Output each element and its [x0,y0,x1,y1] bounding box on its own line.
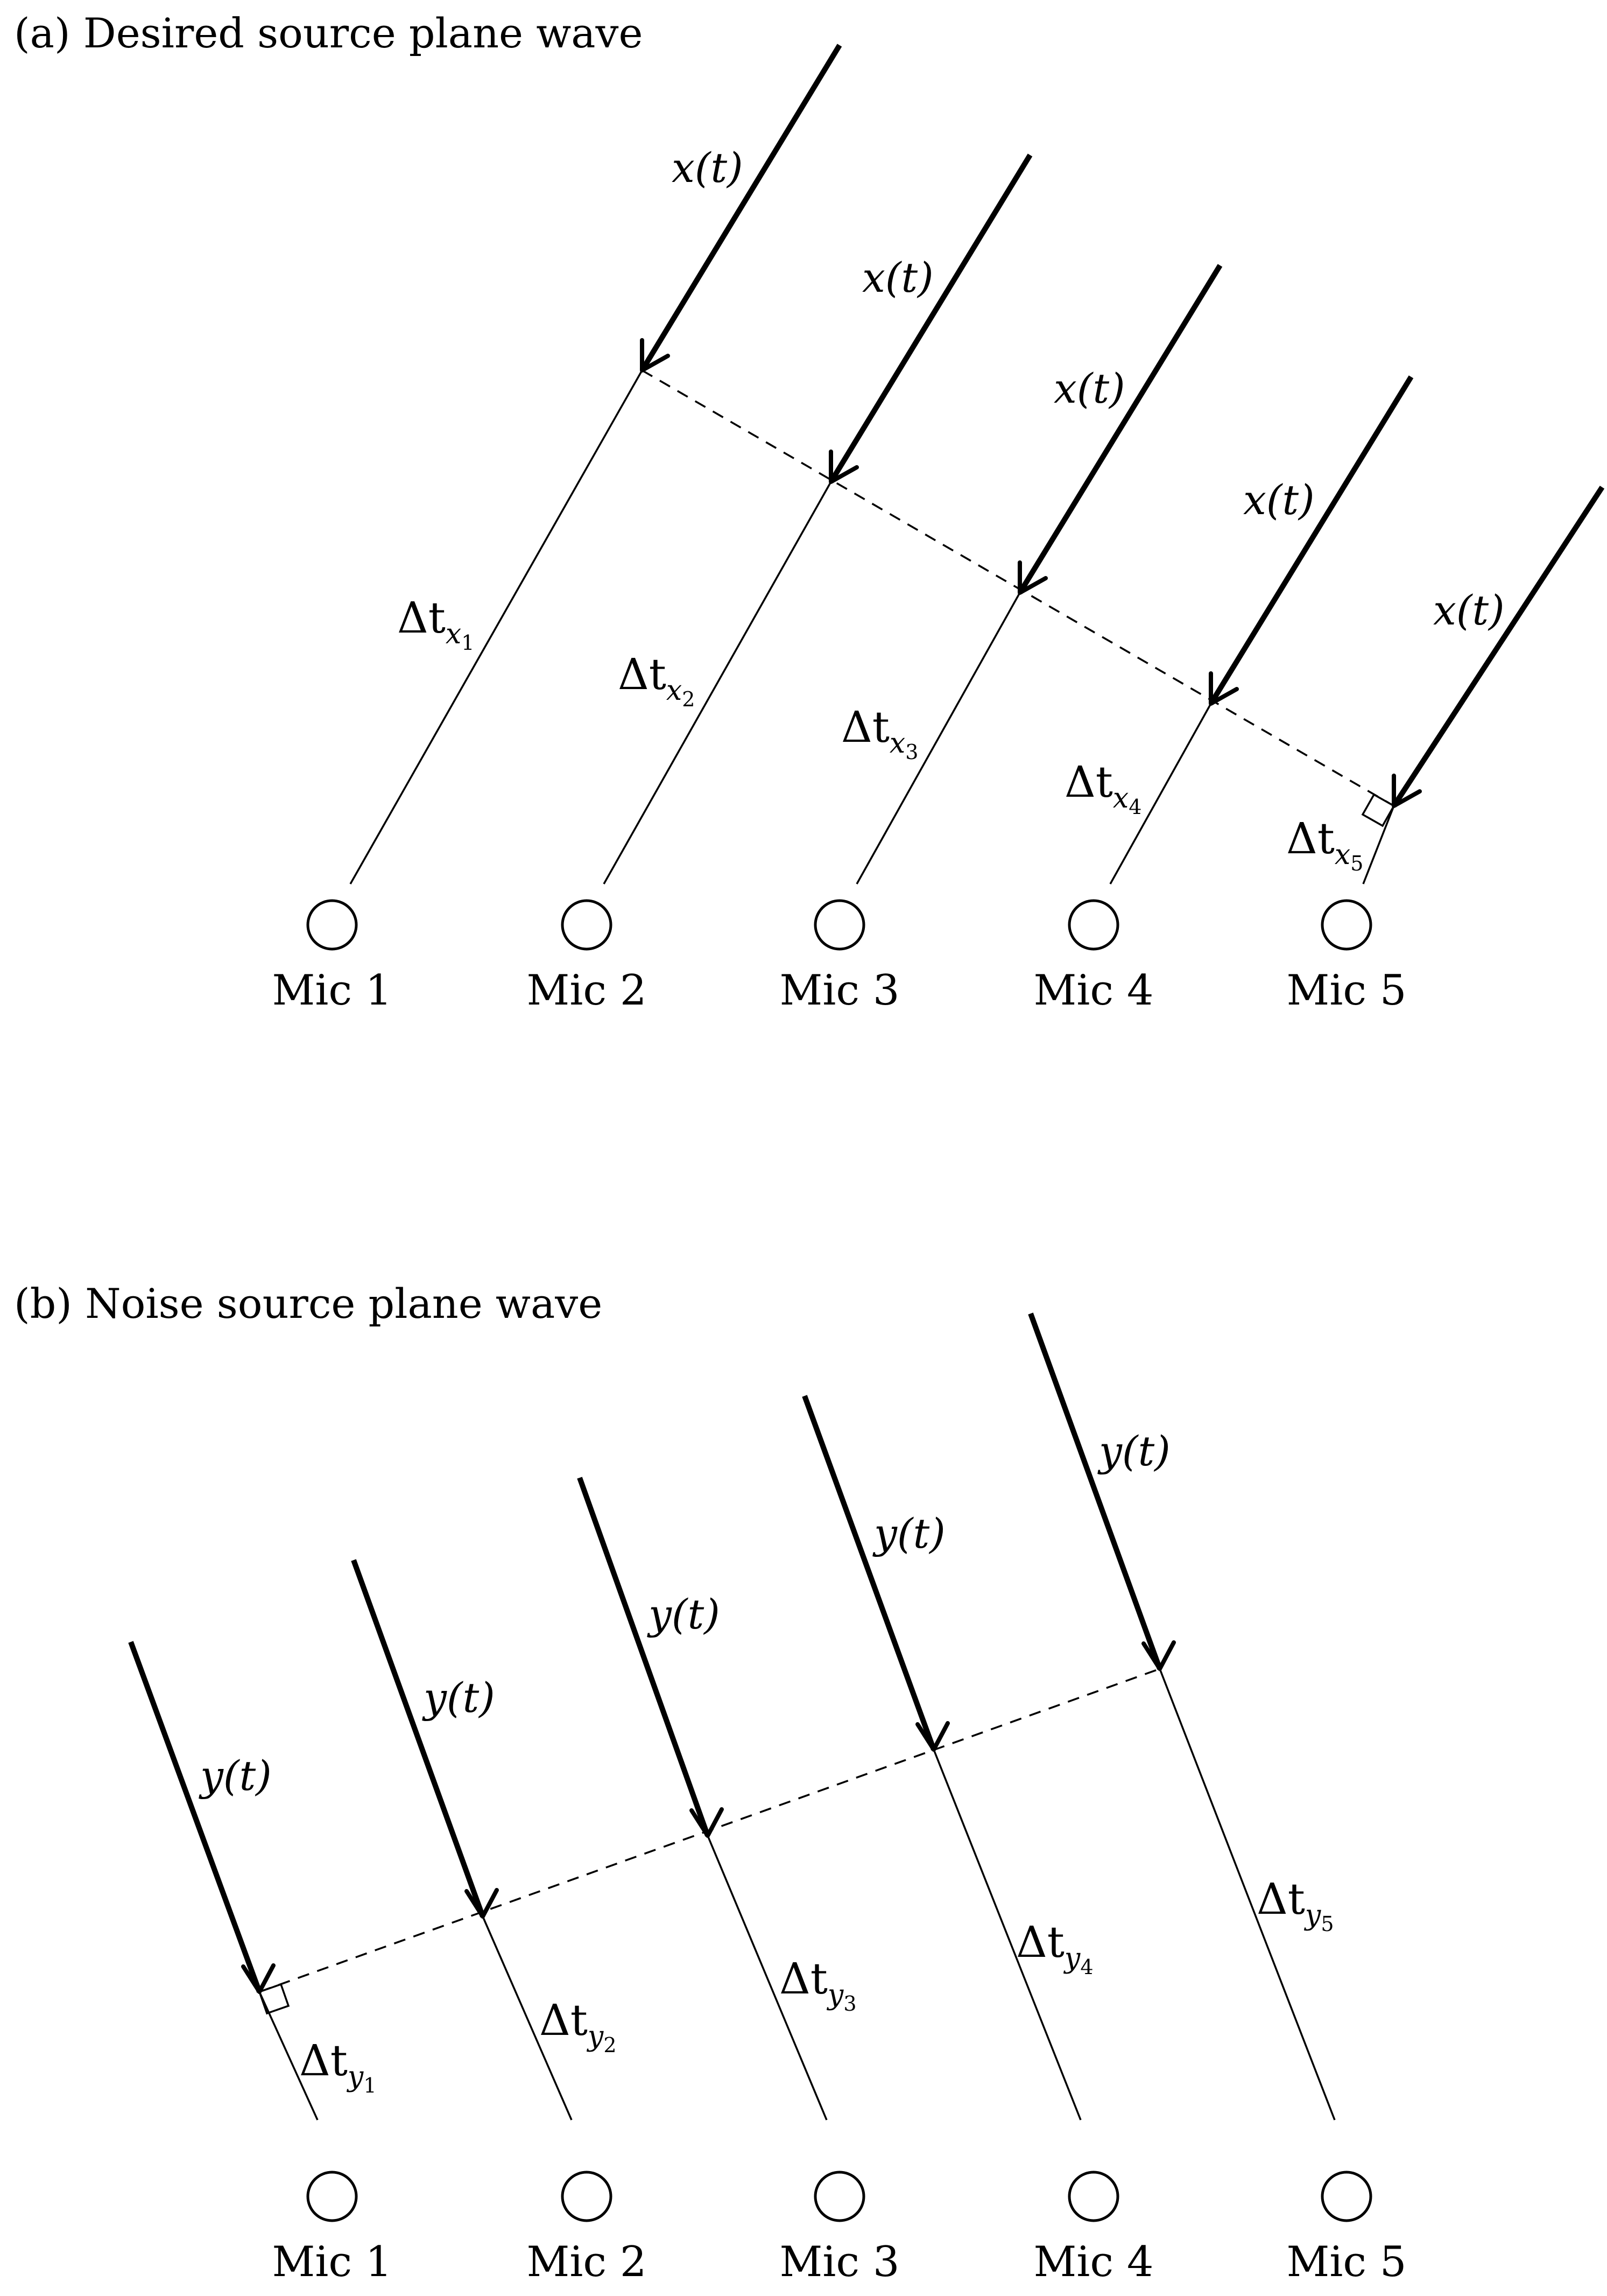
panel-a-mic-2 [561,899,612,951]
panel-a-wave-5 [1362,486,1605,884]
panel-b-mic-label-1: Mic 1 [272,2238,392,2286]
panel-b-mic-1 [306,2171,358,2222]
panel-a-delay-label-5: Δtx5 [1286,813,1363,875]
panel-a-wave-3 [856,264,1223,884]
panel-b-mic-3 [814,2171,865,2222]
panel-b-wave-2 [351,1559,573,2121]
panel-a: (a) Desired source plane wave [14,9,1605,1015]
panel-a-title: (a) Desired source plane wave [14,9,643,57]
panel-b-signal-label-5: y(t) [1097,1427,1171,1475]
panel-a-mic-label-1: Mic 1 [272,966,392,1015]
panel-b-mic-2 [561,2171,612,2222]
panel-b-wave-3 [577,1477,828,2121]
panel-b-right-angle-marker [258,1983,290,2015]
panel-b-delay-label-3: Δty3 [779,1954,857,2016]
panel-b-signal-label-1: y(t) [199,1752,272,1800]
panel-a-signal-label-2: x(t) [862,254,934,301]
panel-b-signal-label-2: y(t) [422,1674,495,1722]
panel-a-delay-label-3: Δtx3 [841,702,918,764]
panel-b-signal-label-4: y(t) [872,1509,946,1557]
panel-a-wave-2 [603,153,1033,884]
panel-a-signal-label-1: x(t) [672,144,743,192]
panel-b-signal-label-3: y(t) [647,1590,720,1638]
panel-b-delay-symbol: Δt [299,2035,348,2086]
panel-a-right-angle-marker [1361,793,1395,827]
panel-a-wave-1 [349,44,842,884]
panel-a-mic-1 [306,899,358,951]
panel-b-mic-5 [1321,2171,1372,2222]
panel-b-mic-label-2: Mic 2 [527,2238,647,2286]
panel-a-delay-var: x [446,618,461,650]
panel-b-delay-label-2: Δty2 [539,1995,617,2057]
panel-b-wave-5 [1028,1312,1336,2121]
panel-b-wave-1 [128,1641,319,2121]
panel-b-mic-label-5: Mic 5 [1287,2238,1407,2286]
panel-b-mic-label-4: Mic 4 [1034,2238,1154,2286]
panel-a-delay-label-2: Δtx2 [618,649,695,711]
panel-b-mic-label-3: Mic 3 [780,2238,900,2286]
panel-a-mic-3 [814,899,865,951]
panel-a-mic-label-5: Mic 5 [1287,966,1407,1015]
panel-a-mic-4 [1068,899,1119,951]
panel-b-wave-4 [802,1395,1082,2121]
panel-b-delay-var: y [347,2061,364,2093]
panel-a-signal-label-3: x(t) [1054,364,1125,412]
panel-b-mic-4 [1068,2171,1119,2222]
panel-a-delay-symbol: Δt [397,593,446,643]
panel-b-delay-label-4: Δty4 [1016,1917,1094,1979]
panel-a-wave-4 [1109,375,1414,884]
panel-a-delay-label-4: Δtx4 [1065,757,1141,819]
panel-a-delay-label-1: Δtx1 [397,593,474,655]
panel-a-delay-index: 1 [461,631,474,655]
panel-a-signal-label-5: x(t) [1433,586,1505,634]
panel-a-mic-label-2: Mic 2 [527,966,647,1015]
panel-b-title: (b) Noise source plane wave [14,1280,602,1328]
panel-a-mic-label-4: Mic 4 [1034,966,1154,1015]
panel-b-delay-label-5: Δty5 [1257,1874,1334,1936]
panel-a-mic-label-3: Mic 3 [780,966,900,1015]
panel-b-delay-label-1: Δty1 [299,2035,377,2097]
panel-a-signal-label-4: x(t) [1243,476,1315,524]
panel-b: (b) Noise source plane wave [14,1280,1406,2286]
panel-b-delay-index: 1 [363,2074,376,2097]
panel-a-mic-5 [1321,899,1372,951]
